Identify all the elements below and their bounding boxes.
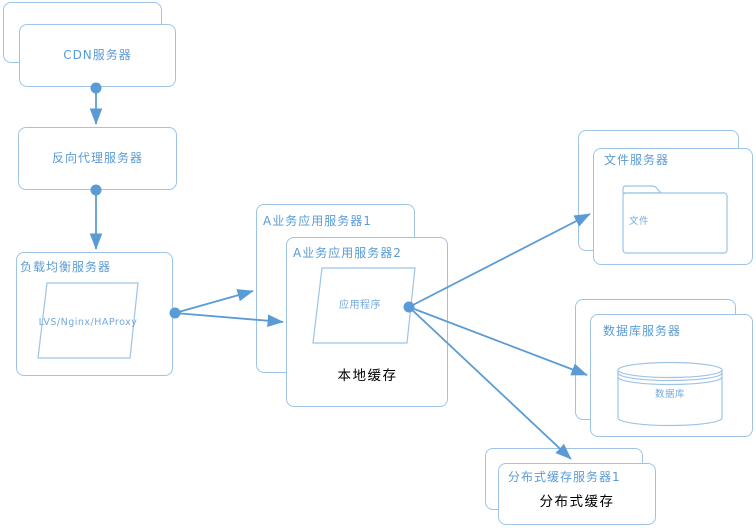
- application-label: 应用程序: [339, 300, 381, 311]
- connector-load-balancer-to-app-server-1: [174, 289, 254, 314]
- cdn-server-box: [19, 24, 176, 87]
- file-label: 文件: [629, 216, 650, 227]
- database-label: 数据库: [654, 389, 685, 400]
- database-server-label: 数据库服务器: [603, 324, 682, 338]
- cache-server-box: [498, 463, 656, 525]
- reverse-proxy-label: 反向代理服务器: [51, 151, 143, 165]
- distributed-cache-caption: 分布式缓存: [539, 494, 615, 510]
- file-server-label: 文件服务器: [604, 153, 670, 167]
- cdn-server-label: CDN服务器: [63, 48, 132, 62]
- load-balancer-label: 负载均衡服务器: [20, 260, 112, 274]
- lvs-nginx-haproxy-label: LVS/Nginx/HAProxy: [38, 317, 138, 328]
- cache-server-label: 分布式缓存服务器1: [508, 470, 621, 484]
- app-server-2-label: A业务应用服务器2: [293, 246, 402, 260]
- local-cache-caption: 本地缓存: [337, 368, 398, 384]
- app-server-1-label: A业务应用服务器1: [263, 214, 372, 228]
